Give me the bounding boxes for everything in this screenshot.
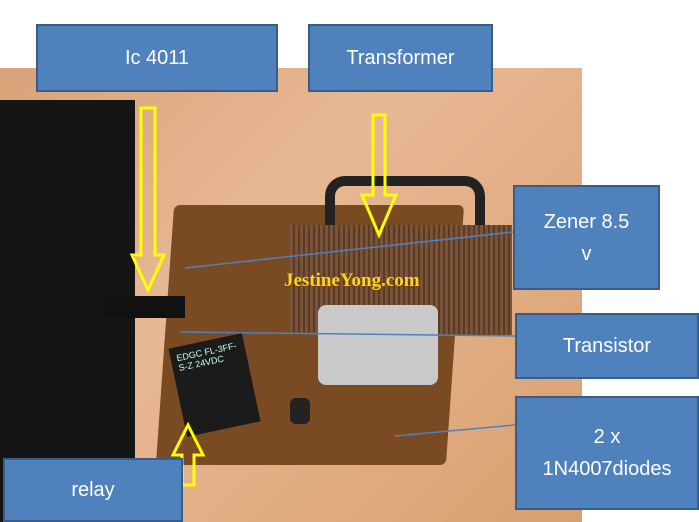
label-text: 2 x	[593, 426, 621, 448]
diodes-leader-line	[394, 424, 516, 437]
transformer-bobbin	[318, 305, 438, 385]
label-text: relay	[71, 479, 115, 501]
label-text: 1N4007diodes	[542, 458, 672, 480]
label-text: Transformer	[346, 47, 455, 69]
label-text: Ic 4011	[124, 47, 190, 69]
relay-arrow-icon	[170, 421, 206, 487]
label-text: v	[581, 242, 592, 265]
capacitor	[290, 398, 310, 424]
label-text: Transistor	[562, 335, 652, 357]
label-transformer: Transformer	[308, 24, 493, 92]
ic-arrow-icon	[129, 106, 167, 294]
zener-leader-line	[184, 231, 514, 269]
label-zener: Zener 8.5 v	[513, 185, 660, 290]
ic-chip	[105, 296, 185, 318]
watermark: JestineYong.com	[284, 270, 420, 291]
transistor-leader-line	[179, 331, 516, 337]
transformer-frame	[325, 176, 485, 246]
label-transistor: Transistor	[515, 313, 699, 379]
transformer-arrow-icon	[359, 113, 399, 239]
label-text: Zener 8.5	[543, 210, 630, 233]
label-ic-4011: Ic 4011	[36, 24, 278, 92]
label-diodes: 2 x 1N4007diodes	[515, 396, 699, 510]
label-relay: relay	[3, 458, 183, 522]
